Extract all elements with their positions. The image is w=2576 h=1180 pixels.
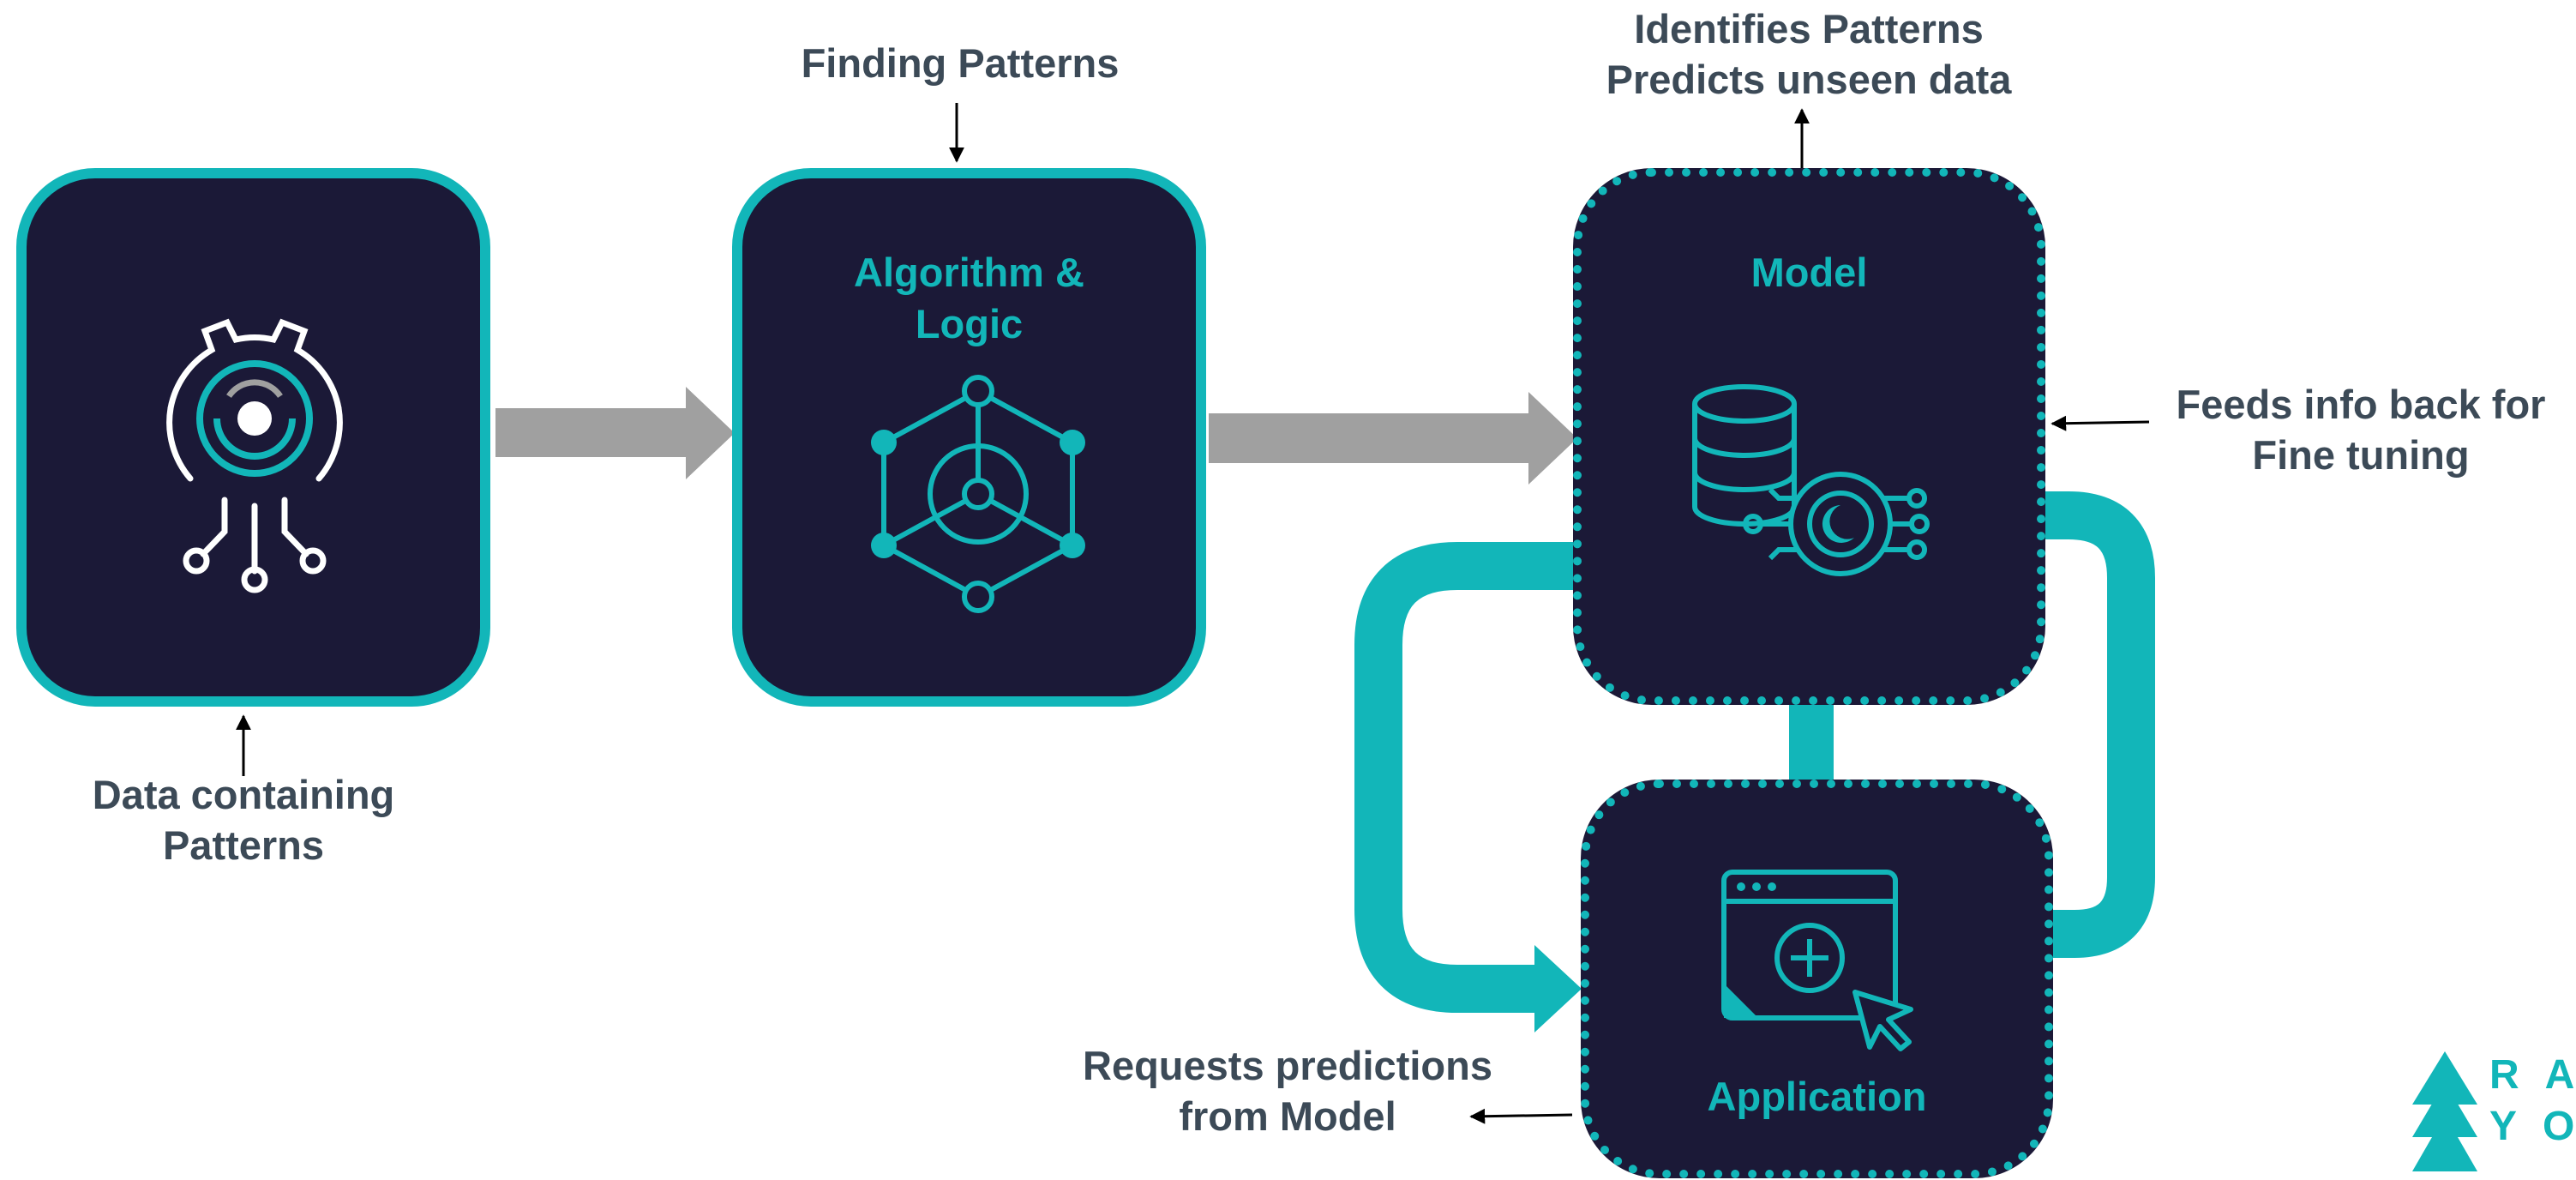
caption-finding: Finding Patterns — [801, 40, 1120, 86]
arrow-model-to-app — [1756, 570, 1866, 858]
algorithm-title-line2: Logic — [915, 301, 1024, 346]
caption-feeds-line2: Fine tuning — [2252, 432, 2470, 478]
arrow-request-loop — [1354, 542, 1575, 1013]
model-node: Model — [1573, 168, 2045, 705]
logo-wordmark: RA YO — [2489, 1050, 2576, 1180]
data-node — [16, 168, 490, 707]
arrow-request-head — [1534, 945, 1582, 1032]
pointer-feeds — [2051, 415, 2150, 431]
arrow-data-to-algorithm — [495, 387, 735, 479]
caption-identifies-line2: Predicts unseen data — [1606, 57, 2012, 102]
arrow-feedback-loop — [1894, 491, 2155, 958]
tree-logo-icon — [2412, 1051, 2477, 1171]
gear-circuit-icon — [166, 318, 343, 593]
caption-data-line1: Data containing — [92, 772, 395, 817]
pointer-requests — [1469, 1108, 1573, 1124]
caption-requests-line1: Requests predictions — [1083, 1043, 1492, 1088]
logo-line1: RA — [2489, 1052, 2574, 1098]
caption-data-line2: Patterns — [162, 822, 325, 868]
caption-feeds-line1: Feeds info back for — [2176, 382, 2546, 427]
application-node: Application — [1581, 780, 2053, 1178]
hexagon-network-icon — [871, 375, 1085, 613]
algorithm-title-line1: Algorithm & — [854, 250, 1084, 295]
caption-requests-line2: from Model — [1179, 1093, 1396, 1139]
algorithm-node: Algorithm & Logic — [732, 168, 1206, 707]
arrow-algorithm-to-model — [1209, 392, 1577, 485]
caption-identifies-line1: Identifies Patterns — [1634, 6, 1984, 51]
database-ai-chip-icon — [1692, 384, 1930, 576]
browser-window-plus-cursor-icon — [1721, 870, 1913, 1051]
model-title: Model — [1750, 250, 1868, 295]
application-title: Application — [1707, 1074, 1927, 1119]
logo-line2: YO — [2489, 1104, 2574, 1149]
